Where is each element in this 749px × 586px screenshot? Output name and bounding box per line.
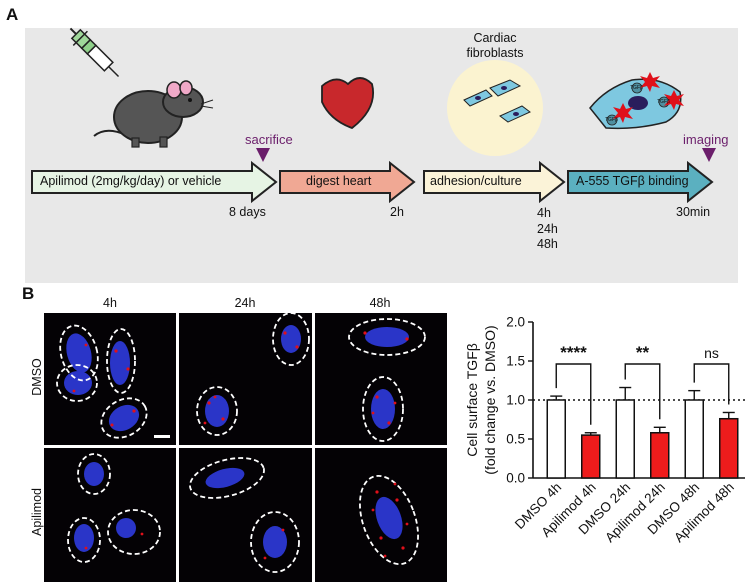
heart-icon	[321, 77, 374, 130]
significance-label: ****	[560, 343, 587, 362]
micrograph-dmso-24h	[179, 313, 312, 445]
col-label-4h: 4h	[103, 296, 117, 310]
col-label-24h: 24h	[234, 296, 256, 310]
panel-a-illustrations	[31, 27, 716, 204]
micrograph-dmso-48h	[315, 313, 447, 445]
fibroblast-cell-icon	[463, 89, 493, 107]
micrograph-dmso-4h	[44, 313, 176, 445]
step-4-label: A-555 TGFβ binding	[576, 174, 689, 188]
sacrifice-marker-icon	[256, 148, 270, 162]
step-arrow-4	[567, 160, 714, 204]
y-tick-label: 1.0	[506, 393, 525, 408]
bar	[684, 399, 704, 479]
culture-time-4h: 4h	[537, 206, 551, 220]
sacrifice-label: sacrifice	[245, 132, 293, 147]
y-tick-label: 0.5	[506, 432, 525, 447]
significance-label: **	[636, 343, 650, 362]
fibroblast-cell-icon	[499, 105, 531, 123]
bar	[615, 399, 635, 479]
significance-bracket	[555, 363, 592, 425]
culture-time-48h: 48h	[537, 237, 558, 251]
tgf-binding-cell-icon	[589, 72, 684, 130]
significance-label: ns	[704, 345, 719, 361]
panel-b-letter: B	[22, 284, 35, 303]
bar	[719, 417, 739, 479]
significance-bracket	[693, 363, 730, 405]
step-1-time: 8 days	[229, 205, 266, 219]
step-3-label: adhesion/culture	[430, 174, 522, 188]
tgf-mini-label-1: TGFβ	[630, 85, 643, 91]
culture-time-24h: 24h	[537, 221, 558, 236]
step-2-label: digest heart	[306, 174, 372, 188]
y-axis-label: Cell surface TGFβ	[464, 343, 480, 457]
y-tick-label: 1.5	[506, 354, 525, 369]
step-1-label: Apilimod (2mg/kg/day) or vehicle	[40, 174, 222, 188]
row-label-dmso: DMSO	[30, 358, 44, 396]
panel-a-letter: A	[6, 5, 19, 24]
tgf-mini-label-2: TGFβ	[657, 99, 670, 105]
y-tick-label: 0.0	[506, 471, 525, 486]
culture-times: 4h 24h 48h	[537, 206, 558, 253]
y-axis-label-sub: (fold change vs. DMSO)	[482, 325, 498, 474]
significance-bracket	[624, 363, 661, 420]
step-arrow-3	[423, 160, 566, 204]
panel-a-background	[25, 28, 738, 283]
step-arrow-2	[279, 160, 416, 204]
fibroblast-circle	[447, 60, 543, 156]
imaging-marker-icon	[702, 148, 716, 162]
mouse-icon	[93, 80, 214, 148]
syringe-icon	[69, 27, 120, 78]
fibroblast-label: Cardiac fibroblasts	[466, 31, 524, 60]
step-4-time: 30min	[676, 205, 711, 219]
micrograph-apilimod-24h	[179, 448, 312, 582]
col-label-48h: 48h	[369, 296, 391, 310]
bar	[546, 399, 566, 479]
micrograph-apilimod-48h	[315, 448, 447, 582]
step-arrow-1	[31, 160, 278, 204]
bar	[581, 434, 601, 479]
step-2-time: 2h	[390, 205, 404, 219]
micrograph-apilimod-4h	[44, 448, 176, 582]
imaging-label: imaging	[683, 132, 729, 147]
row-label-apilimod: Apilimod	[30, 488, 44, 536]
bar	[650, 432, 670, 479]
y-tick-label: 2.0	[506, 315, 525, 330]
fibroblast-cell-icon	[489, 79, 522, 97]
tgf-mini-label-3: TGFβ	[605, 117, 618, 123]
